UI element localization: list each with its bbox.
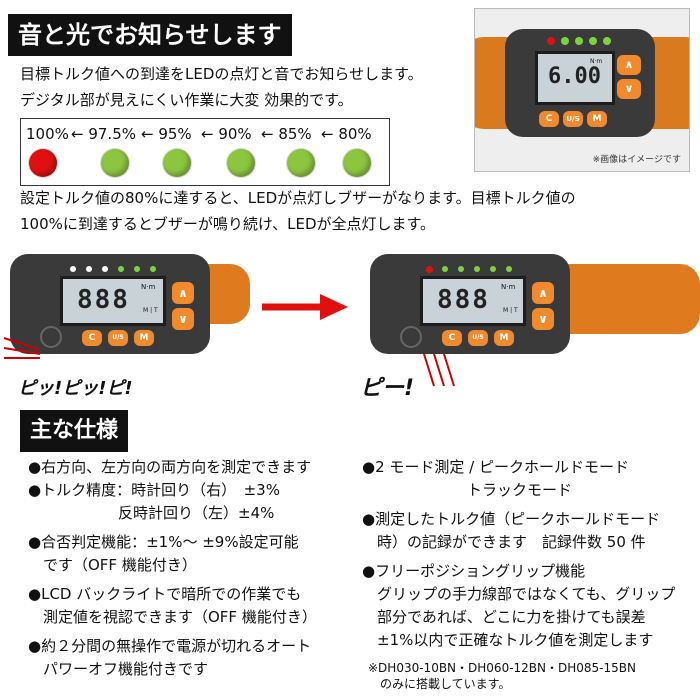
photo-down-button: ∨ [617, 79, 641, 99]
specs-left-list: ●右方向、左方向の両方向を測定できます ●トルク精度：時計回り（右） ±3% 反… [28, 456, 317, 681]
m-button-left: M [134, 330, 154, 346]
speaker-icon [400, 326, 422, 348]
spec-item: ●フリーポジショングリップ機能 [362, 562, 586, 580]
intro-line-2: デジタル部が見えにくい作業に大変 効果的です。 [20, 91, 353, 109]
spec-item: 測定値を視認できます（OFF 機能付き） [28, 608, 317, 626]
photo-up-button: ∧ [617, 55, 641, 75]
led-green-icon [343, 149, 371, 177]
down-button-left: ∨ [172, 308, 194, 330]
photo-caption: ※画像はイメージです [592, 155, 681, 165]
spec-item: 時）の記録ができます 記録件数 50 件 [362, 533, 646, 551]
up-button-left: ∧ [172, 282, 194, 304]
specs-right-list: ●2 モード測定 / ピークホールドモード トラックモード ●測定したトルク値（… [362, 456, 675, 652]
device-body: 6.00 N·m ∧ ∨ C U/S M [505, 29, 655, 137]
sound-text-right: ピー! [360, 376, 415, 401]
spec-item: ±1%以内で正確なトルク値を測定します [362, 631, 654, 649]
us-button-left: U/S [108, 330, 128, 346]
led-label-95: ← 95% [141, 125, 192, 143]
led-green-icon [227, 149, 255, 177]
led-label-100: 100% [26, 125, 69, 143]
photo-display-value: 6.00 [548, 64, 601, 89]
device-diagram-right: 888 N·m M | T ∧ ∨ C U/S M [370, 254, 700, 364]
led-label-97-5: ← 97.5% [71, 125, 136, 143]
sound-text-left: ピッ!ピッ!ピ! [18, 378, 133, 399]
spec-item: ●2 モード測定 / ピークホールドモード [362, 458, 629, 476]
sound-lines-left-icon [3, 337, 41, 359]
red-arrow-icon [262, 294, 348, 320]
led-label-80: ← 80% [321, 125, 372, 143]
down-button-right: ∨ [532, 308, 554, 330]
led-label-90: ← 90% [201, 125, 252, 143]
spec-item: 部分であれば、どこに力を掛けても誤差 [362, 608, 646, 626]
spec-item: ●トルク精度：時計回り（右） ±3% [28, 481, 280, 499]
lcd-digits-left: 888 [77, 285, 130, 315]
spec-item: ●合否判定機能：±1%〜 ±9%設定可能 [28, 533, 299, 551]
photo-us-button: U/S [563, 111, 583, 127]
lcd-digits-right: 888 [437, 285, 490, 315]
led-green-icon [163, 149, 191, 177]
spec-item: ●LCD バックライトで暗所での作業でも [28, 585, 302, 603]
spec-item: 反時計回り（左）±4% [28, 504, 275, 522]
led-green-icon [287, 149, 315, 177]
lcd-right: 888 N·m M | T [420, 276, 526, 326]
spec-item: ●右方向、左方向の両方向を測定できます [28, 458, 312, 476]
section-heading-sound-light: 音と光でお知らせします [8, 14, 292, 56]
intro-line-1: 目標トルク値への到達をLEDの点灯と音でお知らせします。 [20, 65, 423, 83]
spec-item: です（OFF 機能付き） [28, 556, 197, 574]
section-heading-specs: 主な仕様 [20, 410, 129, 452]
led-green-icon [101, 149, 129, 177]
up-button-right: ∧ [532, 282, 554, 304]
led-label-85: ← 85% [261, 125, 312, 143]
description-line-1: 設定トルク値の80%に達すると、LEDが点灯しブザーがなります。目標トルク値の [20, 189, 576, 207]
m-button-right: M [494, 330, 514, 346]
product-photo: 6.00 N·m ∧ ∨ C U/S M ※画像はイメージです [474, 8, 690, 172]
photo-m-button: M [587, 111, 607, 127]
led-scale-box: 100% ← 97.5% ← 95% ← 90% ← 85% ← 80% [20, 118, 390, 186]
c-button-left: C [82, 330, 102, 346]
footnote-line-2: のみに搭載しています。 [368, 677, 511, 691]
photo-unit: N·m [590, 58, 603, 65]
spec-item: グリップの手力線部ではなくても、グリップ [362, 585, 676, 603]
lcd-left: 888 N·m M | T [60, 276, 166, 326]
footnote-line-1: ※DH030-10BN・DH060-12BN・DH085-15BN [368, 661, 636, 675]
us-button-right: U/S [468, 330, 488, 346]
photo-lcd: 6.00 N·m [535, 51, 615, 105]
speaker-icon [40, 326, 62, 348]
sound-lines-right-icon [423, 353, 455, 387]
footnote: ※DH030-10BN・DH060-12BN・DH085-15BN のみに搭載し… [368, 660, 636, 692]
led-red-icon [29, 149, 57, 177]
spec-item: トラックモード [362, 481, 573, 499]
spec-item: ●測定したトルク値（ピークホールドモード [362, 510, 661, 528]
spec-item: パワーオフ機能付きです [28, 660, 209, 678]
device-diagram-left: 888 N·m M | T ∧ ∨ C U/S M [0, 254, 250, 364]
photo-c-button: C [539, 111, 559, 127]
spec-item: ●約２分間の無操作で電源が切れるオート [28, 637, 312, 655]
description-line-2: 100%に到達するとブザーが鳴り続け、LEDが全点灯します。 [20, 215, 436, 233]
c-button-right: C [442, 330, 462, 346]
